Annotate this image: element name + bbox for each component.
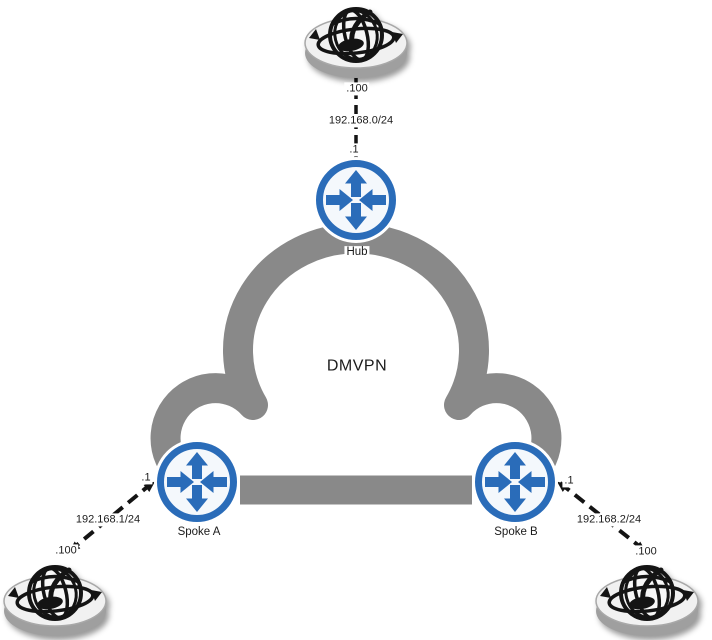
dmvpn-cloud-label: DMVPN: [326, 357, 388, 375]
hub-label: Hub: [344, 246, 370, 260]
link-line: [69, 481, 154, 552]
spoke-a-lan-router-ip-label: .1: [139, 471, 153, 485]
internet-globe-spoke-b-icon: [596, 564, 698, 636]
spoke-a-lan-internet-ip-label: .100: [53, 544, 79, 558]
spoke-b-lan-router-ip-label: .1: [562, 474, 576, 488]
hub-lan-internet-ip-label: .100: [344, 82, 370, 96]
spoke-b-lan-network-label: 192.168.2/24: [574, 513, 644, 527]
hub-router-icon: [313, 157, 399, 243]
link-spoke-a-internet: [66, 478, 158, 556]
hub-lan-network-label: 192.168.0/24: [326, 114, 396, 128]
spoke-b-lan-internet-ip-label: .100: [633, 545, 659, 559]
spoke-b-label: Spoke B: [492, 526, 540, 540]
internet-globe-spoke-a-icon: [4, 564, 106, 636]
spoke-a-lan-network-label: 192.168.1/24: [73, 513, 143, 527]
spoke-a-label: Spoke A: [175, 526, 223, 540]
hub-lan-router-ip-label: .1: [347, 143, 361, 157]
spoke-a-router-icon: [154, 439, 240, 525]
internet-globe-top-icon: [305, 6, 407, 78]
spoke-b-router-icon: [472, 439, 558, 525]
